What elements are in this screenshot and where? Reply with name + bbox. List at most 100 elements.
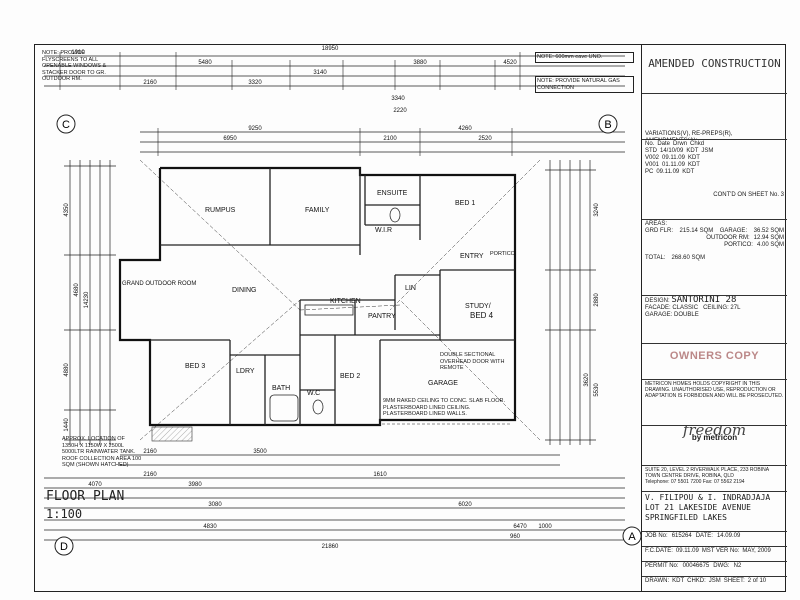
area-row-0: GRD FLR: 215.14 SQM GARAGE: 36.52 SQM [645,228,784,235]
area-outdoor-label: OUTDOOR RM: [706,235,750,241]
dim-top-12: 2100 [383,136,397,142]
lot-address: LOT 21 LAKESIDE AVENUE [645,503,751,512]
room-label-entry: ENTRY [460,253,484,260]
rainwater-tank [151,426,193,442]
fc-row: F.C.DATE:09.11.09 MST VER No:MAY, 2009 [642,547,787,562]
variation-row-0-drwn: KDT [686,148,699,154]
variation-row-2-drwn: KDT [687,162,700,168]
dim-top-0: 1910 [71,50,85,56]
variation-row-0-chkd: JSM [701,148,714,154]
dim-top-11: 6950 [223,136,237,142]
room-label-bath: BATH [272,385,290,392]
date-value: 14.09.09 [716,533,741,539]
area-outdoor-value: 12.94 SQM [753,235,784,241]
room-label-garage: GARAGE [428,380,458,387]
dim-bottom-9: 21860 [322,544,339,550]
variation-row-1-date: 09.11.09 [662,155,685,161]
dim-bottom-7: 6020 [458,502,472,508]
room-label-bed2: BED 2 [340,373,360,380]
sheet-label: SHEET: [723,578,745,584]
dim-bottom-5: 2160 [143,472,157,478]
copyright-notice: METRICON HOMES HOLDS COPYRIGHT IN THIS D… [642,380,787,426]
room-label-dining: DINING [232,287,257,294]
room-label-pantry: PANTRY [368,313,396,320]
owners-copy-stamp: OWNERS COPY [669,350,760,362]
room-label-grand-outdoor: GRAND OUTDOOR ROOM [122,281,196,287]
bath-tub-fixture [269,394,299,422]
dim-top-1: 18950 [322,46,339,52]
variation-row-3-no: PC [645,169,654,175]
dim-top-3: 3140 [313,70,327,76]
top-dimension-lines [44,55,625,153]
suburb: SPRINGFILED LAKES [645,513,727,522]
dim-bottom-1: 3500 [253,449,267,455]
room-label-family: FAMILY [305,207,330,214]
note-gas: NOTE: PROVIDE NATURAL GAS CONNECTION [535,76,634,93]
room-label-bed1: BED 1 [455,200,475,207]
chkd-label: CHKD: [687,578,706,584]
dim-left-1: 4680 [74,283,80,297]
fc-date-label: F.C.DATE: [645,548,673,554]
facade-value: CLASSIC [672,305,699,311]
permit-row: PERMIT No:00046675 DWG:N2 [642,562,787,577]
drawn-label: DRAWN: [645,578,670,584]
dim-right-1: 2880 [594,293,600,307]
variation-row-0-date: 14/10/09 [660,148,684,154]
area-garage-value: 36.52 SQM [753,228,784,234]
area-row-2: PORTICO: 4.00 SQM [645,242,784,249]
sheet-value: 2 of 10 [747,578,767,584]
dim-left-2: 14230 [84,291,90,308]
job-no-label: JOB No: [645,533,668,539]
variation-row-2-no: V001 [645,162,660,168]
dim-top-6: 3320 [248,80,262,86]
dim-bottom-12: 1000 [538,524,552,530]
dim-bottom-10: 6470 [513,524,527,530]
garage-label: GARAGE: [645,312,673,318]
amended-stamp: AMENDED CONSTRUCTION [642,44,787,94]
mst-ver: MAY, 2009 [742,548,771,554]
company-address: SUITE 20, LEVEL 2 RIVERWALK PLACE, 233 R… [642,466,787,492]
grid-markers [54,114,642,556]
area-row-3: TOTAL: 268.60 SQM [645,255,784,262]
ensuite-toilet-fixture [389,207,401,223]
note-garage-ceiling: 9MM RAKED CEILING TO CONC. SLAB FLOOR. P… [383,398,506,417]
room-label-study: STUDY/ [465,303,491,310]
room-label-rumpus: RUMPUS [205,207,236,214]
brand-logo: freedom [682,426,747,439]
dim-bottom-0: 2160 [143,449,157,455]
dim-bottom-11: 960 [510,534,521,540]
variation-row-3: PC 09.11.09 KDT [645,169,784,176]
job-no: 615264 [671,533,692,539]
variation-row-0-no: STD [645,148,657,154]
drawn-row: DRAWN:KDT CHKD:JSM SHEET:2 of 10 [642,577,787,591]
variations-table: No. Date Drwn Chkd STD 14/10/09 KDT JSM … [642,140,787,220]
room-label-ldry: LDRY [236,368,255,375]
dim-top-4: 4520 [503,60,517,66]
variation-row-3-drwn: KDT [682,169,695,175]
dwg-label: DWG: [713,563,730,569]
sheet-border [34,44,786,592]
note-flyscreens: NOTE: PROVIDE FLYSCREENS TO ALL OPENABLE… [42,50,107,82]
variations-col-no: No. [645,141,655,147]
design-block: DESIGN: SANTORINI 28 FACADE: CLASSIC CEI… [642,296,787,344]
top-dimension-ticks [59,52,521,156]
brand-block: freedom by metricon [642,426,787,466]
dim-top-9: 9250 [248,126,262,132]
dim-top-2: 5480 [198,60,212,66]
area-grd-label: GRD FLR: [645,228,674,234]
grid-marker-c: C [62,119,70,131]
facade-label: FACADE: [645,305,671,311]
dim-right-0: 3240 [594,203,600,217]
room-label-portico: PORTICO [490,251,516,257]
design-value: SANTORINI 28 [671,296,737,305]
client-block: V. FILIPOU & I. INDRADJAJA LOT 21 LAKESI… [642,492,787,532]
variation-row-3-date: 09.11.09 [656,169,680,175]
dim-top-7: 3880 [413,60,427,66]
variations-col-drwn: Drwn [673,141,688,147]
facade-row: FACADE: CLASSIC CEILING: 27L [645,305,784,312]
area-garage-label: GARAGE: [719,228,748,234]
floor-plan-scale: 1:100 [46,507,82,521]
garage-row: GARAGE: DOUBLE [645,312,784,319]
